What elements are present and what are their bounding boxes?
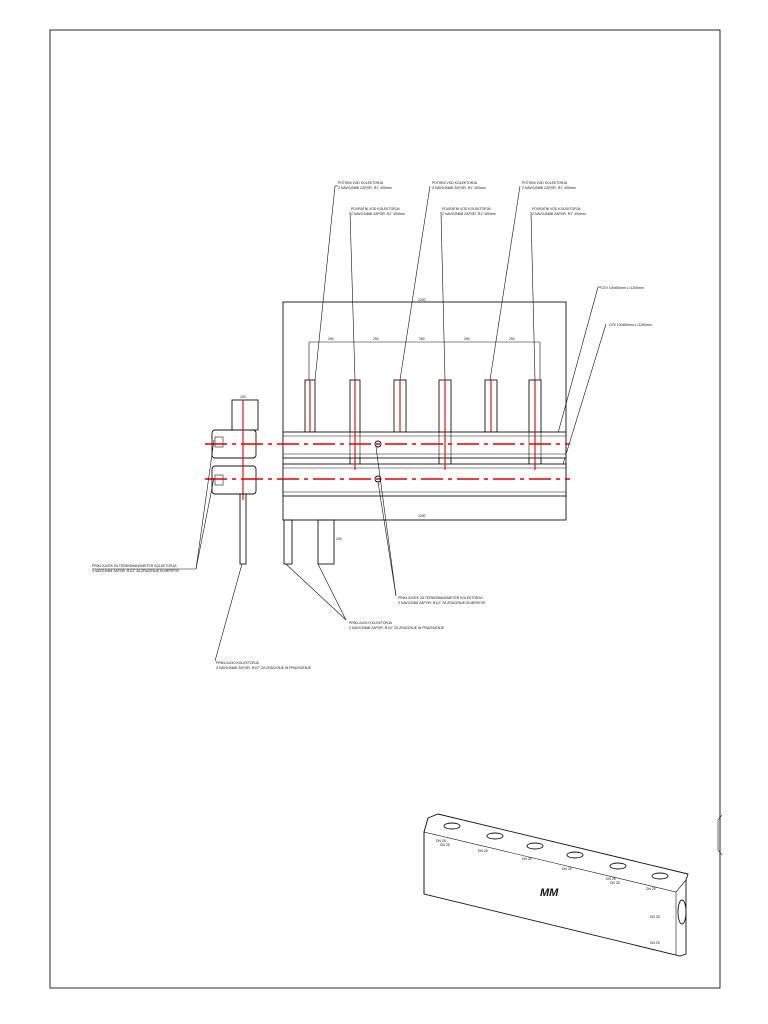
callout-return-3: POVRATNI VOD KOLEKTORJA Z NAVOJNIMI ZAPO… bbox=[530, 207, 586, 381]
iso-end-port bbox=[677, 899, 687, 925]
support-leg-right bbox=[317, 519, 335, 565]
label-left-line1: PRIKLJUCEK ZA TERMOMANOMETER KOLEKTORJA bbox=[92, 564, 177, 568]
label-bottom-left-line2: Z NAVOJNIMI ZAPOR. R1/2" ZA ZRACENJE IN … bbox=[216, 666, 312, 670]
label-legs: PRIKLJUCKI KOLEKTORJA Z NAVOJNIMI ZAPOR.… bbox=[285, 563, 445, 630]
svg-text:DN 25: DN 25 bbox=[650, 941, 660, 945]
label-legs-line1: PRIKLJUCKI KOLEKTORJA bbox=[349, 621, 393, 625]
dim-spacing-3: 250 bbox=[419, 337, 425, 341]
callout-return-3-line2: Z NAVOJNIMI ZAPOR. R1" 400mm bbox=[532, 212, 586, 216]
iso-logo: MM bbox=[540, 887, 559, 899]
callout-return-1: POVRATNI VOD KOLEKTORJA Z NAVOJNIMI ZAPO… bbox=[349, 207, 405, 381]
label-left-thermometer: PRIKLJUCEK ZA TERMOMANOMETER KOLEKTORJA … bbox=[92, 439, 215, 573]
iso-top-ports bbox=[443, 822, 669, 880]
dim-spacing-2: 250 bbox=[373, 337, 379, 341]
svg-text:DN 25: DN 25 bbox=[562, 867, 572, 871]
dim-top-width: 1200 bbox=[418, 298, 426, 302]
iso-body-outline bbox=[423, 813, 689, 957]
callout-return-3-line1: POVRATNI VOD KOLEKTORJA bbox=[532, 207, 581, 211]
stub-center-lines bbox=[309, 380, 536, 470]
callout-supply-1-line2: Z NAVOJNIMI ZAPOR. R1" 400mm bbox=[338, 186, 392, 190]
label-left-line2: Z NAVOJNIM ZAPOR. R1/2" ZA ZRACENJE IN M… bbox=[92, 569, 180, 573]
isometric-view: DN 25 DN 25 DN 25 DN 25 DN 25 DN 25 DN 2… bbox=[423, 813, 689, 957]
label-center-line1: PRIKLJUCEK ZA TERMOMANOMETER KOLEKTORJA bbox=[398, 596, 483, 600]
callout-pipe-bottom-text: CEV 100x50mm L=1200mm bbox=[609, 323, 652, 327]
callout-pipe-bottom: CEV 100x50mm L=1200mm bbox=[559, 323, 652, 475]
dim-leg: 200 bbox=[336, 537, 342, 541]
label-legs-line2: Z NAVOJNIMI ZAPOR. R1/2" ZA ZRACENJE IN … bbox=[349, 626, 445, 630]
svg-text:DN 25: DN 25 bbox=[478, 849, 488, 853]
svg-text:DN 25: DN 25 bbox=[606, 877, 616, 881]
label-bottom-left: PRIKLJUCKI KOLEKTORJA Z NAVOJNIMI ZAPOR.… bbox=[214, 563, 312, 670]
callout-return-2-line1: POVRATNI VOD KOLEKTORJA bbox=[442, 207, 491, 211]
collector-pipe-bottom bbox=[282, 463, 567, 497]
dim-spacing-5: 250 bbox=[509, 337, 515, 341]
frame-outline bbox=[282, 301, 567, 521]
callout-return-2-line2: Z NAVOJNIMI ZAPOR. R1" 400mm bbox=[442, 212, 496, 216]
svg-text:DN 25: DN 25 bbox=[646, 887, 656, 891]
dim-spacing-1: 250 bbox=[328, 337, 334, 341]
callout-supply-1: POTISNI VOD KOLEKTORJA Z NAVOJNIMI ZAPOR… bbox=[314, 181, 392, 381]
side-top-block bbox=[231, 399, 259, 431]
dim-side-top: 100 bbox=[240, 395, 246, 399]
svg-text:DN 25: DN 25 bbox=[436, 839, 446, 843]
svg-text:DN 25: DN 25 bbox=[440, 843, 450, 847]
side-leg bbox=[239, 493, 247, 565]
iso-port-labels: DN 25 DN 25 DN 25 DN 25 DN 25 DN 25 DN 2… bbox=[436, 839, 660, 945]
callout-pipe-top: CEV 100x50mm L=1200mm bbox=[554, 286, 644, 445]
side-pipe-bottom bbox=[211, 465, 257, 495]
manifold-front-view: 1200 1200 250 250 250 250 250 bbox=[282, 298, 567, 565]
callout-supply-2-line2: Z NAVOJNIMI ZAPOR. R1" 400mm bbox=[432, 186, 486, 190]
callout-supply-3-line2: Z NAVOJNIMI ZAPOR. R1" 400mm bbox=[522, 186, 576, 190]
support-leg-left bbox=[283, 519, 293, 565]
callout-return-1-line1: POVRATNI VOD KOLEKTORJA bbox=[351, 207, 400, 211]
svg-text:DN 25: DN 25 bbox=[610, 881, 620, 885]
edge-mark bbox=[717, 814, 723, 856]
dim-spacing-4: 250 bbox=[464, 337, 470, 341]
callout-supply-1-line1: POTISNI VOD KOLEKTORJA bbox=[338, 181, 384, 185]
callout-supply-2-line1: POTISNI VOD KOLEKTORJA bbox=[432, 181, 478, 185]
svg-text:DN 25: DN 25 bbox=[650, 915, 660, 919]
callout-return-2: POVRATNI VOD KOLEKTORJA Z NAVOJNIMI ZAPO… bbox=[440, 207, 496, 381]
callout-supply-3-line1: POTISNI VOD KOLEKTORJA bbox=[522, 181, 568, 185]
callouts-top: POTISNI VOD KOLEKTORJA Z NAVOJNIMI ZAPOR… bbox=[314, 181, 586, 381]
label-center-thermometer: PRIKLJUCEK ZA TERMOMANOMETER KOLEKTORJA … bbox=[375, 446, 486, 605]
collector-pipe-top bbox=[282, 431, 567, 459]
callout-supply-2: POTISNI VOD KOLEKTORJA Z NAVOJNIMI ZAPOR… bbox=[399, 181, 486, 381]
callout-supply-3: POTISNI VOD KOLEKTORJA Z NAVOJNIMI ZAPOR… bbox=[489, 181, 576, 381]
label-bottom-left-line1: PRIKLJUCKI KOLEKTORJA bbox=[216, 661, 260, 665]
label-center-line2: Z NAVOJNIM ZAPOR. R1/2" ZA ZRACENJE IN M… bbox=[398, 601, 486, 605]
dim-bottom-width: 1200 bbox=[418, 514, 426, 518]
callout-pipe-top-text: CEV 100x50mm L=1200mm bbox=[601, 286, 644, 290]
callout-return-1-line2: Z NAVOJNIMI ZAPOR. R1" 400mm bbox=[351, 212, 405, 216]
drawing-frame bbox=[49, 29, 721, 989]
svg-text:DN 25: DN 25 bbox=[522, 857, 532, 861]
